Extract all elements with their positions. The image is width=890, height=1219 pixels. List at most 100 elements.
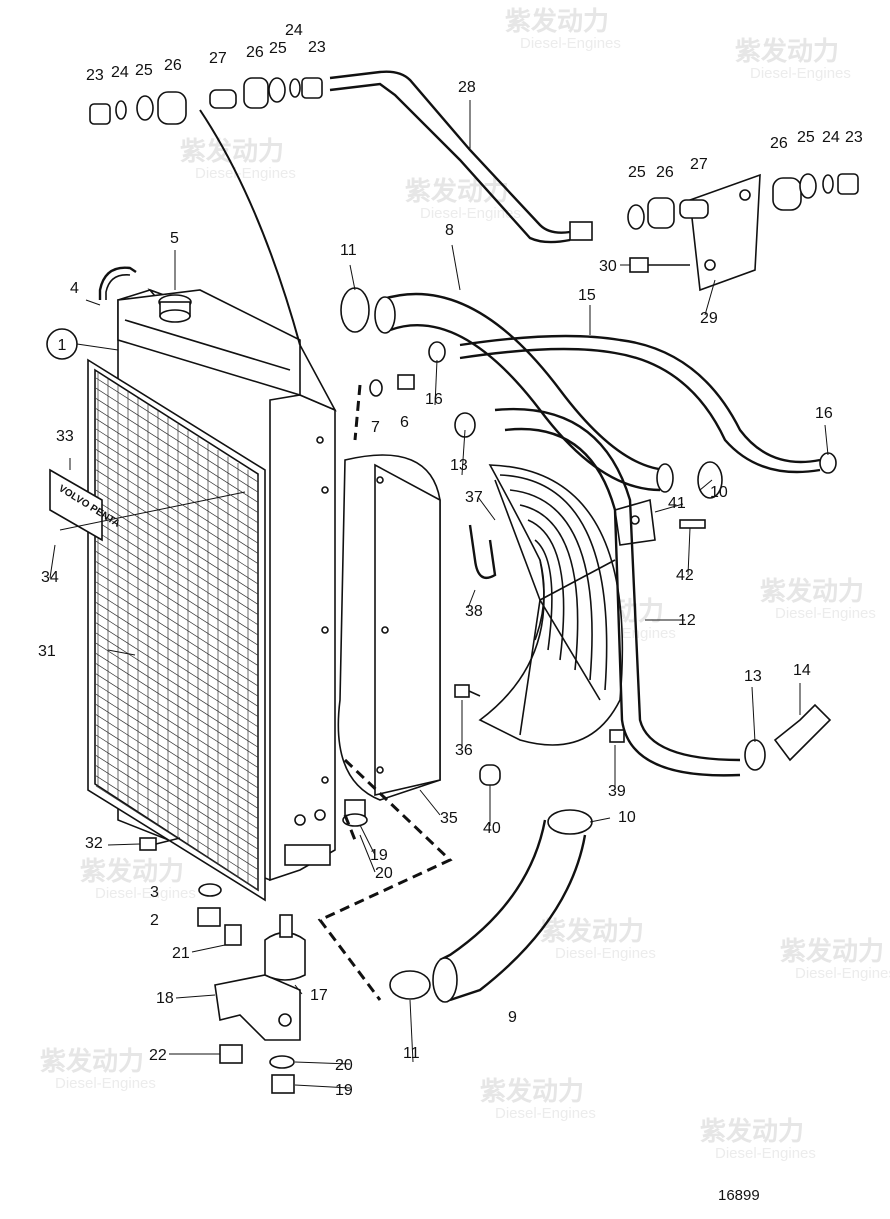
callout-c22: 22 xyxy=(149,1047,167,1064)
callout-c2: 2 xyxy=(150,912,159,929)
mesh-line xyxy=(95,642,259,748)
svg-text:Diesel-Engines: Diesel-Engines xyxy=(95,885,196,902)
callout-c3: 3 xyxy=(150,884,159,901)
leader-line xyxy=(175,994,216,999)
svg-text:紫发动力: 紫发动力 xyxy=(735,36,839,66)
callout-c24c: 24 xyxy=(822,129,840,146)
leader-line xyxy=(704,279,716,316)
mesh-line xyxy=(95,561,259,666)
mesh-line xyxy=(95,734,259,840)
callout-c20a: 20 xyxy=(375,865,393,882)
callout-c23c: 23 xyxy=(845,129,863,146)
figure-number: 16899 xyxy=(718,1187,760,1204)
mesh-line xyxy=(95,755,259,860)
mesh-line xyxy=(95,510,259,615)
svg-text:紫发动力: 紫发动力 xyxy=(40,1046,144,1076)
mesh-line xyxy=(95,540,259,646)
svg-text:Diesel-Engines: Diesel-Engines xyxy=(750,65,851,82)
mesh-line xyxy=(95,591,259,697)
svg-text:Diesel-Engines: Diesel-Engines xyxy=(55,1075,156,1092)
callout-c36: 36 xyxy=(455,742,473,759)
callout-c25c: 25 xyxy=(628,164,646,181)
callout-c16b: 16 xyxy=(815,405,833,422)
mesh-line xyxy=(95,632,259,738)
svg-text:紫发动力: 紫发动力 xyxy=(180,136,284,166)
callout-c40: 40 xyxy=(483,820,501,837)
callout-c27b: 27 xyxy=(690,156,708,173)
callout-c31: 31 xyxy=(38,643,56,660)
svg-text:紫发动力: 紫发动力 xyxy=(505,6,609,36)
svg-text:Diesel-Engines: Diesel-Engines xyxy=(520,35,621,52)
leader-lines xyxy=(49,100,829,1089)
callout-c13b: 13 xyxy=(744,668,762,685)
grille-mesh xyxy=(95,372,259,891)
mesh-line xyxy=(95,469,259,575)
svg-text:紫发动力: 紫发动力 xyxy=(540,916,644,946)
mesh-line xyxy=(95,693,259,799)
mesh-line xyxy=(95,500,259,605)
leader-line xyxy=(349,264,356,291)
mesh-line xyxy=(95,581,259,687)
svg-text:Diesel-Engines: Diesel-Engines xyxy=(495,1105,596,1122)
leader-line xyxy=(751,686,756,743)
fan-shroud xyxy=(337,454,441,801)
svg-text:Diesel-Engines: Diesel-Engines xyxy=(715,1145,816,1162)
mesh-line xyxy=(95,704,259,809)
upper-hose xyxy=(374,292,674,493)
svg-text:Diesel-Engines: Diesel-Engines xyxy=(555,945,656,962)
leader-line xyxy=(294,984,303,995)
mesh-line xyxy=(95,438,259,544)
callout-c5: 5 xyxy=(170,230,179,247)
mesh-line xyxy=(95,377,259,483)
svg-text:紫发动力: 紫发动力 xyxy=(80,856,184,886)
leader-line xyxy=(824,424,829,456)
leader-line xyxy=(434,359,438,406)
callout-c34: 34 xyxy=(41,569,59,586)
grille xyxy=(87,358,266,902)
bushing-set-left xyxy=(89,77,323,125)
svg-text:紫发动力: 紫发动力 xyxy=(405,176,509,206)
callout-c11a: 11 xyxy=(340,242,357,259)
callout-c15: 15 xyxy=(578,287,596,304)
svg-text:紫发动力: 紫发动力 xyxy=(780,936,884,966)
callout-c6: 6 xyxy=(400,414,409,431)
svg-text:紫发动力: 紫发动力 xyxy=(480,1076,584,1106)
callout-c26d: 26 xyxy=(770,135,788,152)
callout-c24a: 24 xyxy=(111,64,129,81)
leader-line xyxy=(409,999,414,1063)
mesh-line xyxy=(95,622,259,728)
callout-c9: 9 xyxy=(508,1009,517,1026)
lower-mount xyxy=(139,799,368,1094)
leader-line xyxy=(467,589,476,609)
lower-coolant-hose xyxy=(494,407,741,777)
leader-line xyxy=(107,843,141,846)
callout-c26b: 26 xyxy=(246,44,264,61)
callout-1-circle xyxy=(46,328,78,360)
callout-c24b: 24 xyxy=(285,22,303,39)
support-stay xyxy=(329,70,761,292)
leader-line xyxy=(589,817,611,823)
callout-c39: 39 xyxy=(608,783,626,800)
callout-c4: 4 xyxy=(70,280,79,297)
callout-c35: 35 xyxy=(440,810,458,827)
drain-fittings xyxy=(369,374,415,397)
callout-c26c: 26 xyxy=(656,164,674,181)
leader-line xyxy=(461,429,466,476)
mesh-line xyxy=(95,653,259,758)
callout-c12: 12 xyxy=(678,612,696,629)
mesh-line xyxy=(95,663,259,768)
routing-lines xyxy=(199,109,453,1001)
mesh-line xyxy=(95,571,259,677)
callout-c14: 14 xyxy=(793,662,811,679)
mesh-line xyxy=(95,449,259,554)
callout-c41: 41 xyxy=(668,495,686,512)
callout-c23a: 23 xyxy=(86,67,104,84)
callout-c19b: 19 xyxy=(335,1082,353,1099)
fan-shroud-fasteners xyxy=(454,684,625,786)
leader-line xyxy=(359,824,376,856)
leader-line xyxy=(85,299,101,306)
mesh-line xyxy=(95,744,259,850)
callout-c20b: 20 xyxy=(335,1057,353,1074)
